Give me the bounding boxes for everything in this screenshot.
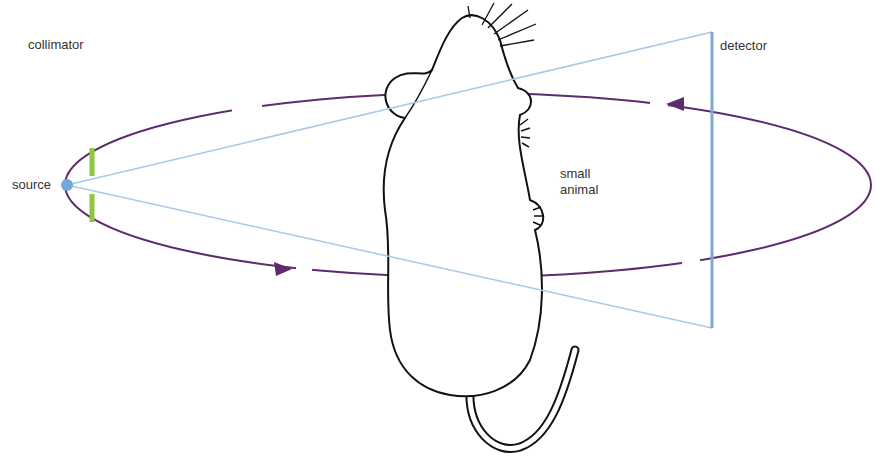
collimator-plate <box>90 148 95 176</box>
orbit-gap <box>232 106 262 111</box>
detector-label: detector <box>720 38 767 54</box>
cone-edge <box>67 185 712 328</box>
source-label: source <box>12 177 51 193</box>
whisker <box>494 10 528 34</box>
mouse-ear-line <box>405 70 432 118</box>
animal-label: small animal <box>560 166 612 198</box>
collimator-label: collimator <box>28 37 84 53</box>
mouse-hindpaw <box>533 207 543 225</box>
orbit-gap <box>682 260 700 263</box>
cone-edge <box>67 32 712 185</box>
whisker <box>500 40 534 46</box>
mouse-silhouette <box>384 15 544 396</box>
whisker <box>498 24 536 40</box>
whisker <box>468 6 470 18</box>
detector-panel <box>711 32 714 328</box>
xray-cone <box>67 32 712 328</box>
orbit-gap <box>650 103 668 105</box>
whisker <box>482 3 494 25</box>
xray-source <box>61 179 73 191</box>
mouse-whiskers <box>468 3 536 46</box>
collimator-plate <box>90 194 95 222</box>
orbit-arrowhead <box>666 97 684 111</box>
mouse-forepaw <box>520 119 530 147</box>
orbit-arrowhead <box>274 262 292 276</box>
orbit-gap <box>296 268 312 270</box>
